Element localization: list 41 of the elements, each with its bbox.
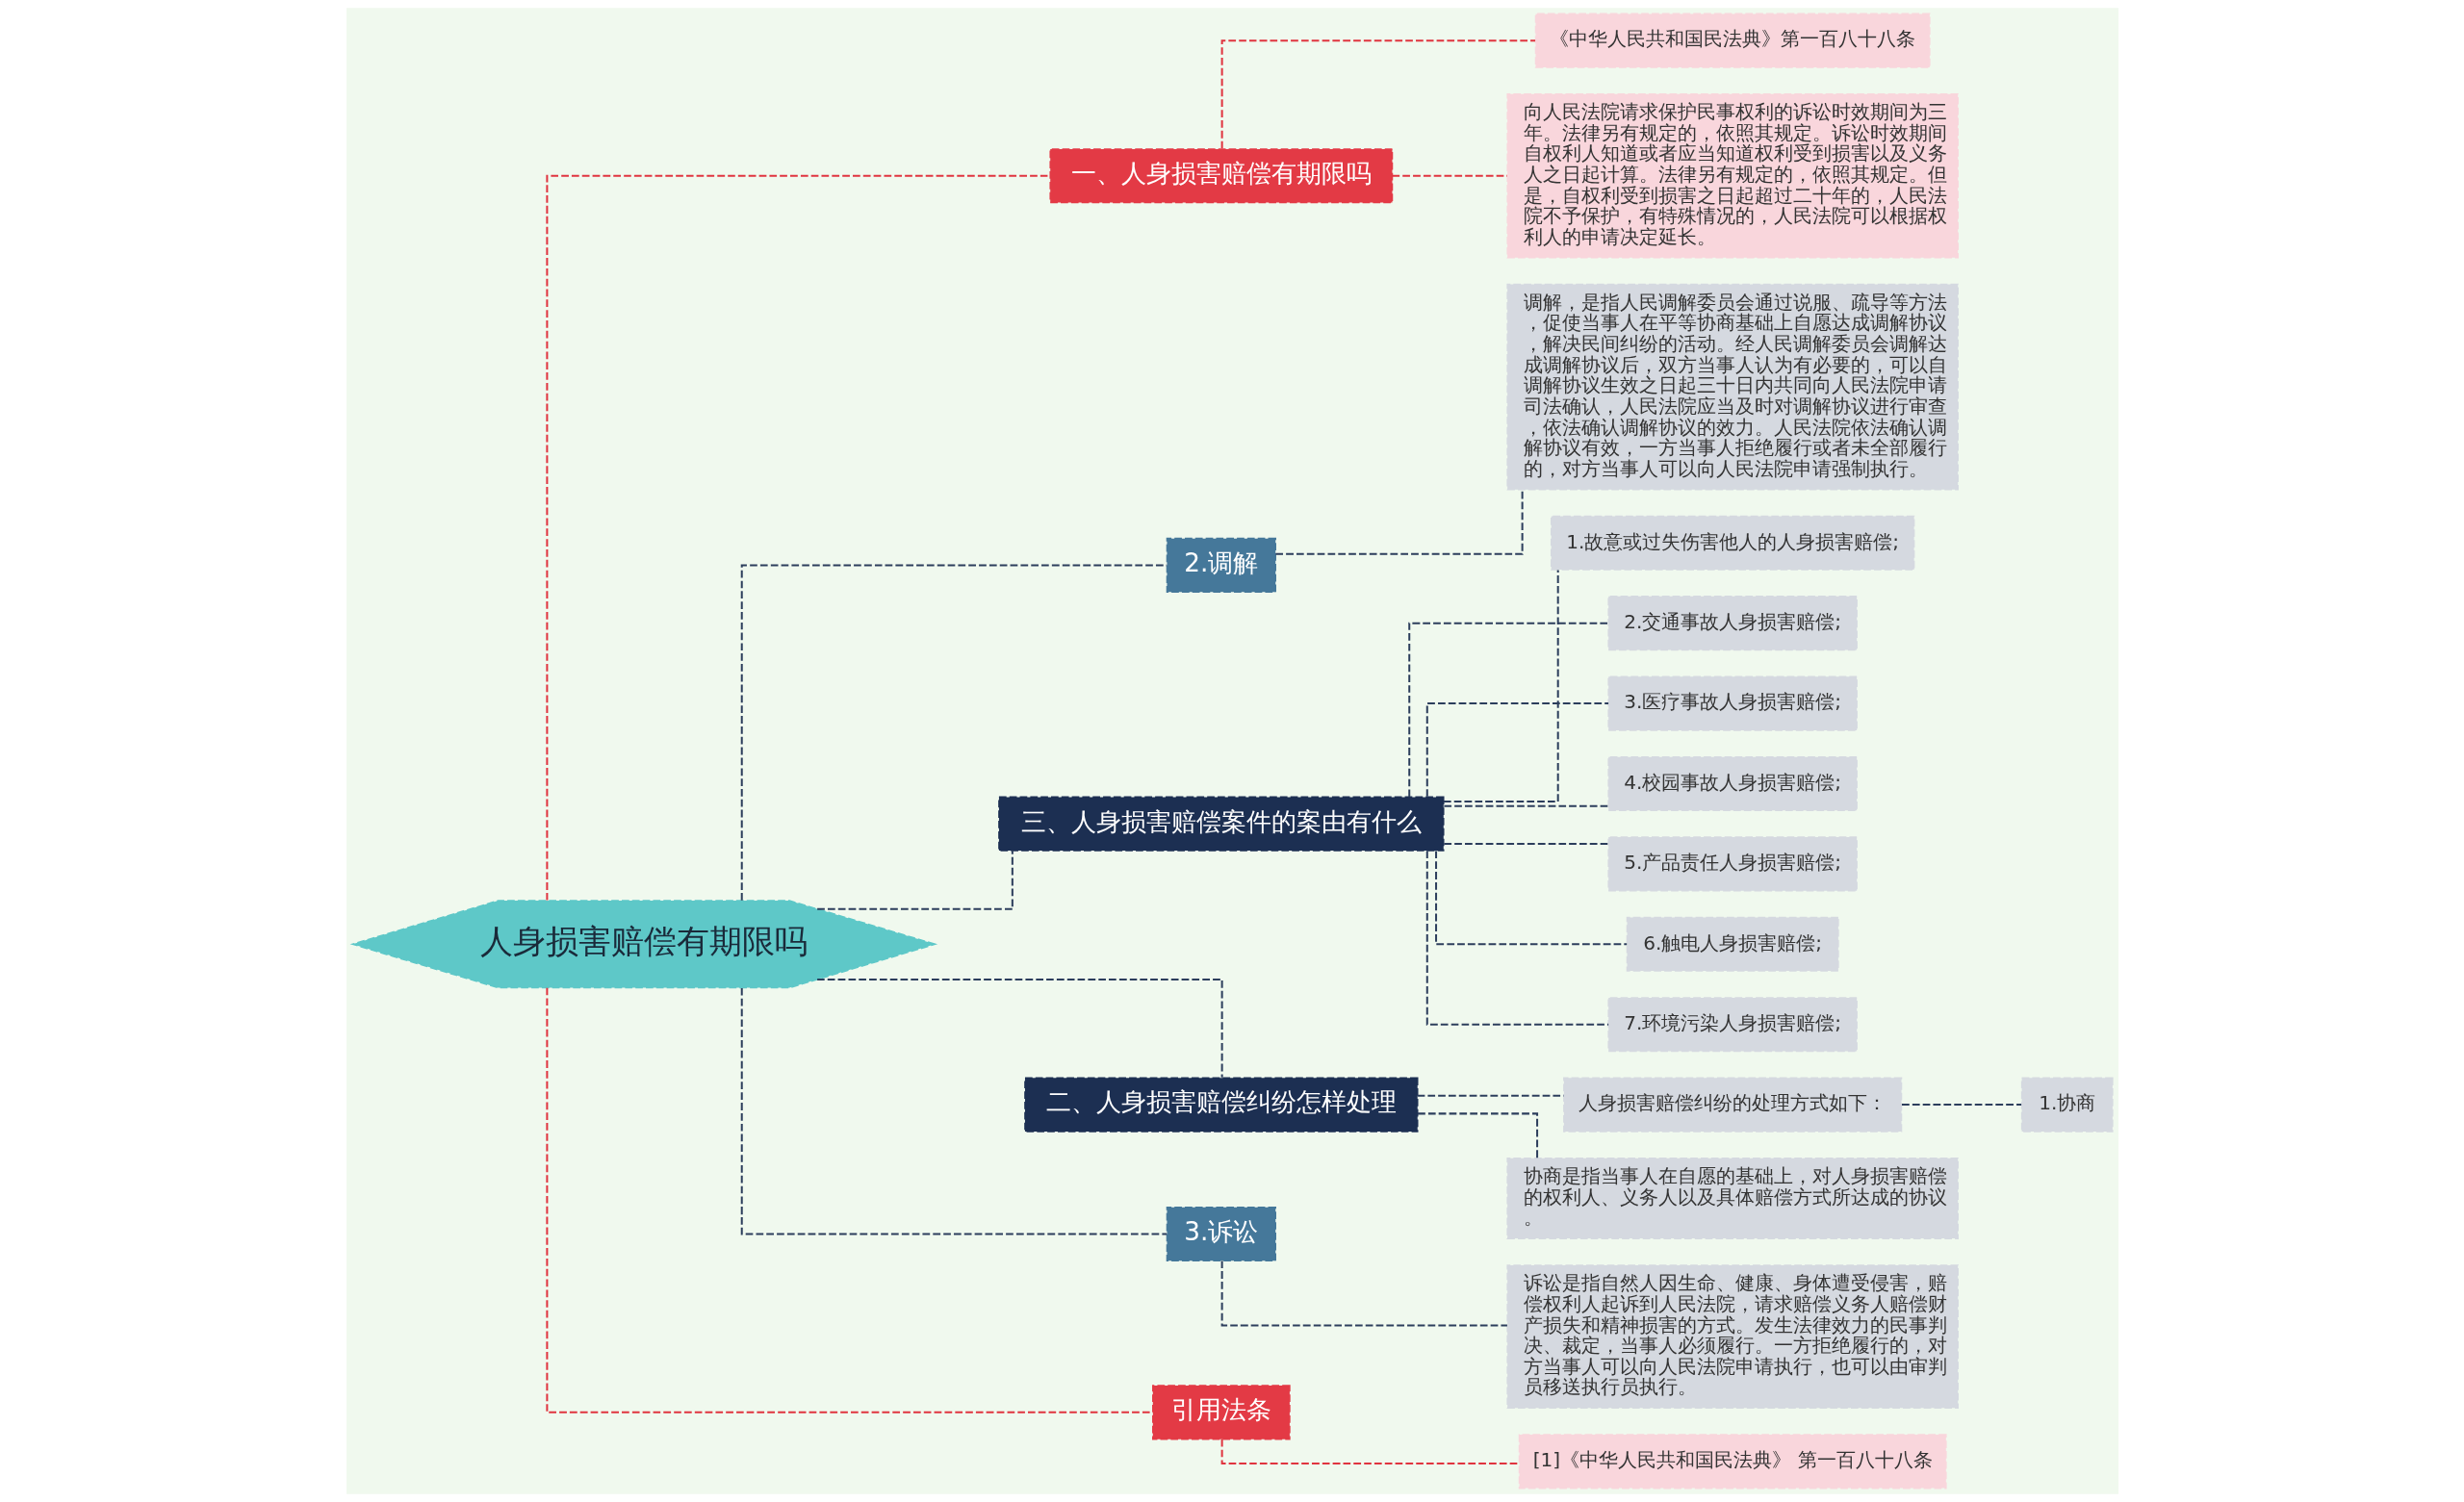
- node-box: 人身损害赔偿纠纷的处理方式如下：: [1562, 1077, 1902, 1133]
- connector: [1443, 843, 1608, 846]
- node-box: 引用法条: [1151, 1385, 1291, 1440]
- node-box: 一、人身损害赔偿有期限吗: [1048, 148, 1393, 204]
- node-box: 二、人身损害赔偿纠纷怎样处理: [1023, 1077, 1418, 1133]
- connector: [1220, 39, 1535, 149]
- node-box: 5.产品责任人身损害赔偿;: [1606, 836, 1858, 892]
- connector: [1392, 174, 1507, 177]
- node-box: 向人民法院请求保护民事权利的诉讼时效期间为三年。法律另有规定的，依照其规定。诉讼时效期间自权利人知道或者应当知道权利受到损害以及义务人之日起计算。法律另有规定的，依照其规定。但是，自权利受到损害之日起超过二十年的，人民法院不予保护，有特殊情况的，人民法院可以根据权利人的申请决定延长。: [1505, 93, 1959, 259]
- connector: [1220, 1260, 1507, 1327]
- connector: [1425, 702, 1608, 797]
- connector: [1407, 622, 1608, 798]
- connector: [740, 564, 1167, 901]
- connector: [1417, 1112, 1538, 1158]
- node-box: 7.环境污染人身损害赔偿;: [1606, 997, 1858, 1053]
- connector: [1443, 804, 1608, 807]
- node-box: 1.故意或过失伤害他人的人身损害赔偿;: [1550, 515, 1914, 571]
- node-box: 2.调解: [1166, 537, 1276, 593]
- node-box: 《中华人民共和国民法典》第一百八十八条: [1534, 13, 1931, 68]
- node-box: 协商是指当事人在自愿的基础上，对人身损害赔偿的权利人、义务人以及具体赔偿方式所达成的协议。: [1505, 1157, 1959, 1239]
- connector: [1434, 851, 1627, 946]
- connector: [545, 987, 1152, 1413]
- connector: [545, 174, 1050, 901]
- node-box: 2.交通事故人身损害赔偿;: [1606, 596, 1858, 651]
- node-box: [1]《中华人民共和国民法典》 第一百八十八条: [1518, 1434, 1947, 1489]
- connector: [1417, 1094, 1563, 1097]
- node-box: 3.诉讼: [1166, 1206, 1276, 1262]
- connector: [1901, 1104, 2021, 1107]
- connector: [816, 851, 1014, 910]
- connector: [1425, 851, 1608, 1026]
- connector: [740, 988, 1167, 1235]
- node-box: 1.协商: [2020, 1077, 2114, 1133]
- node-box: 诉讼是指自然人因生命、健康、身体遭受侵害，赔偿权利人起诉到人民法院，请求赔偿义务人赔偿财产损失和精神损害的方式。发生法律效力的民事判决、裁定，当事人必须履行。一方拒绝履行的，对方当事人可以向人民法院申请执行，也可以由审判员移送执行员执行。: [1505, 1264, 1959, 1409]
- node-box: 调解，是指人民调解委员会通过说服、疏导等方法，促使当事人在平等协商基础上自愿达成调解协议，解决民间纠纷的活动。经人民调解委员会调解达成调解协议后，双方当事人认为有必要的，可以自调解协议生效之日起三十日内共同向人民法院申请司法确认，人民法院应当及时对调解协议进行审查，依法确认调解协议的效力。人民法院依法确认调解协议有效，一方当事人拒绝履行或者未全部履行的，对方当事人可以向人民法院申请强制执行。: [1505, 283, 1959, 491]
- connector: [816, 978, 1223, 1078]
- node-box: 3.医疗事故人身损害赔偿;: [1606, 675, 1858, 731]
- node-box: 4.校园事故人身损害赔偿;: [1606, 755, 1858, 812]
- node-box: 三、人身损害赔偿案件的案由有什么: [997, 796, 1445, 852]
- node-box: 6.触电人身损害赔偿;: [1626, 916, 1839, 972]
- connector: [1443, 570, 1559, 803]
- connector: [1275, 489, 1524, 555]
